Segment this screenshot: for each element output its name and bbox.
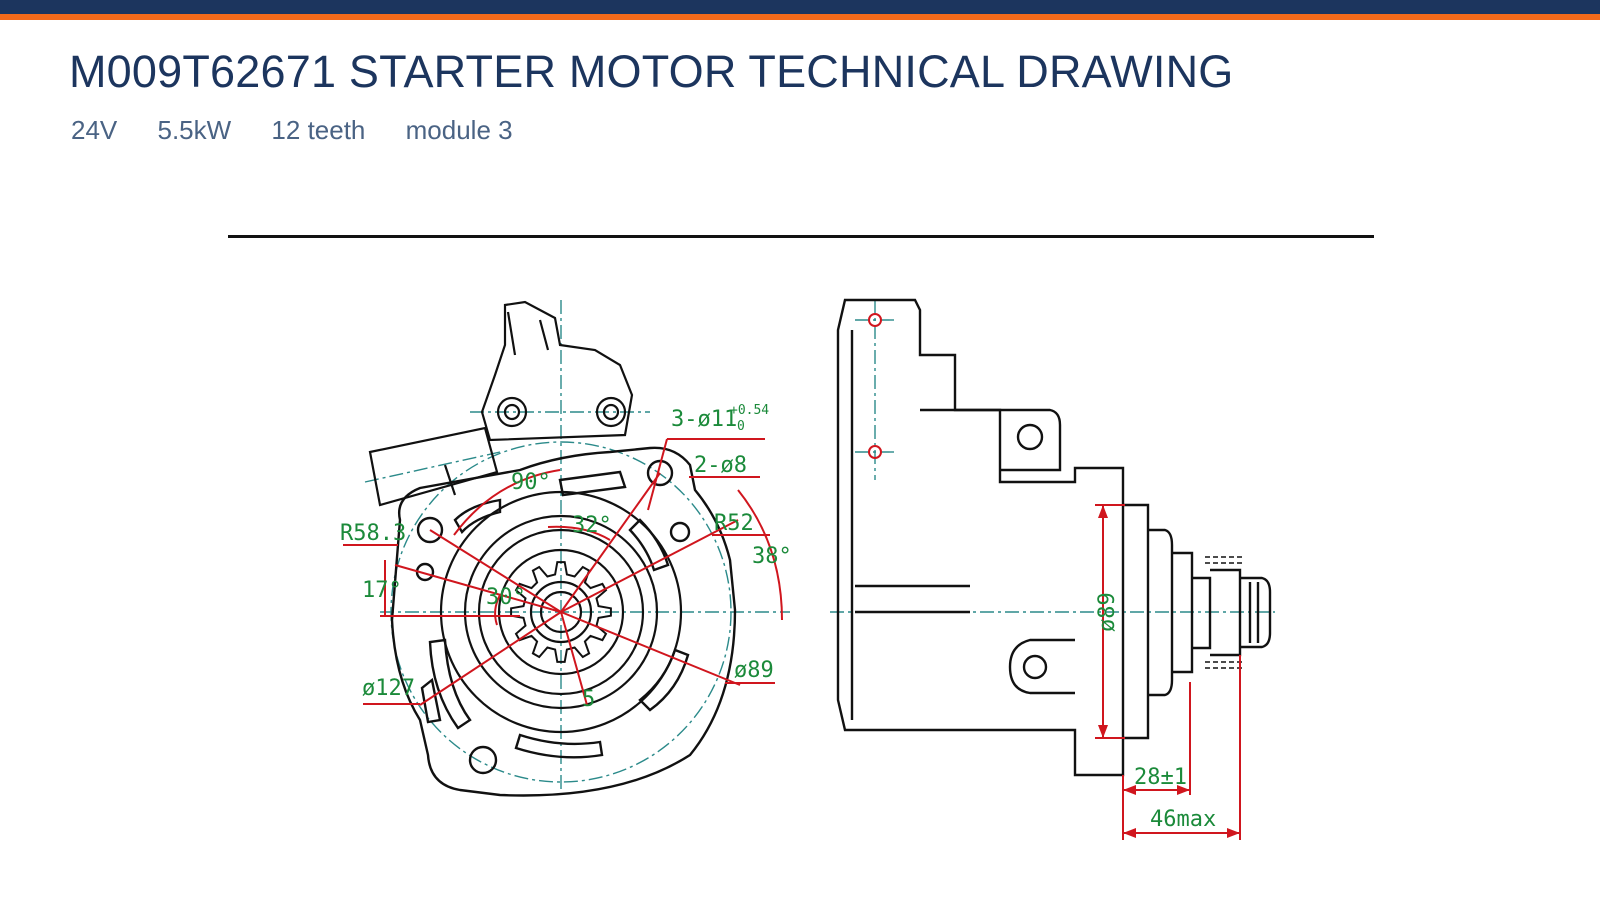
dim-angle-38: 38°: [752, 544, 792, 569]
dim-pin-holes: 2-ø8: [694, 453, 747, 478]
dim-angle-90: 90°: [511, 470, 551, 495]
side-dimension-labels: ø89 28±1 46max: [1095, 592, 1216, 832]
spec-line: 24V 5.5kW 12 teeth module 3: [71, 115, 546, 146]
dim-angle-17: 17°: [362, 578, 402, 603]
dim-length-28: 28±1: [1134, 765, 1187, 790]
dim-dia-89-side: ø89: [1095, 592, 1120, 632]
dim-5: 5: [582, 687, 595, 712]
spec-teeth: 12 teeth: [271, 115, 366, 145]
spec-module: module 3: [405, 115, 513, 145]
dim-bolt-tol-upper: +0.54: [730, 403, 769, 418]
spec-power: 5.5kW: [157, 115, 232, 145]
front-pinion: [439, 490, 683, 734]
dim-radius-58: R58.3: [340, 521, 406, 546]
side-dimension-arrows: [1098, 505, 1240, 838]
dim-angle-30: 30°: [486, 585, 526, 610]
dim-dia-89-front: ø89: [734, 658, 774, 683]
side-view: ø89 28±1 46max: [830, 298, 1275, 840]
dim-bolt-holes: 3-ø11: [671, 407, 737, 432]
dim-radius-52: R52: [714, 511, 754, 536]
side-hidden-lines: [1205, 556, 1245, 669]
front-solenoid: [368, 300, 634, 507]
dim-angle-32: 32°: [572, 513, 612, 538]
dim-bolt-tol-lower: 0: [737, 419, 745, 434]
front-dimension-labels: 3-ø11 +0.54 0 2-ø8 90° 32° R52 38° R58.3…: [340, 403, 792, 712]
front-dimension-lines: [343, 438, 783, 706]
dim-dia-127: ø127: [362, 676, 415, 701]
front-view: 3-ø11 +0.54 0 2-ø8 90° 32° R52 38° R58.3…: [340, 300, 792, 797]
divider-line: [228, 235, 1374, 238]
pinion-gear-teeth: [510, 561, 612, 663]
page-title: M009T62671 STARTER MOTOR TECHNICAL DRAWI…: [69, 46, 1234, 97]
side-mount-holes: [868, 313, 882, 459]
spec-voltage: 24V: [71, 115, 118, 145]
top-bar-orange: [0, 14, 1600, 20]
dim-length-46: 46max: [1150, 807, 1216, 832]
side-centerlines: [830, 300, 1275, 613]
top-bar-navy: [0, 0, 1600, 14]
side-body: [836, 298, 1272, 777]
